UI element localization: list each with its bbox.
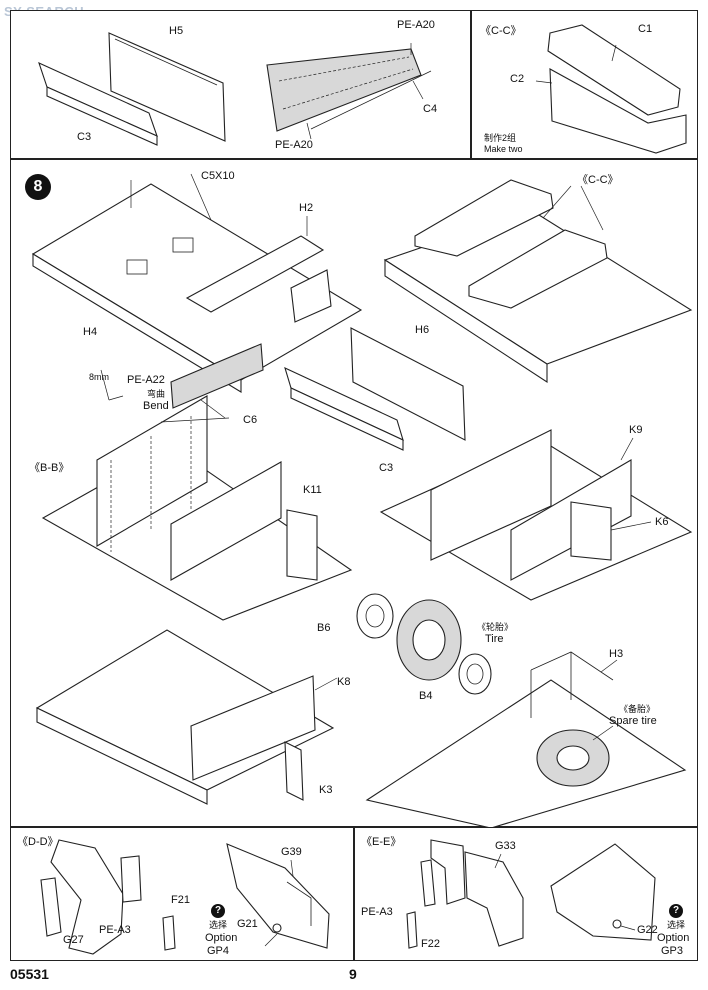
label-g27: G27 (63, 934, 84, 946)
main-drawing (31, 173, 693, 828)
section-bb: 《B-B》 (29, 462, 70, 474)
label-spare-tire-en: Spare tire (609, 715, 657, 727)
label-h4: H4 (83, 326, 98, 338)
section-cc-top: 《C-C》 (480, 25, 522, 37)
option-question-icon-right: ? (669, 904, 683, 918)
label-c5x10: C5X10 (201, 170, 235, 182)
bottom-left-drawing (40, 839, 330, 955)
label-option-en-left: Option (205, 932, 238, 944)
section-dd: 《D-D》 (17, 836, 59, 848)
footer-page-number: 9 (349, 966, 357, 982)
part-h5 (108, 32, 226, 142)
label-pe-a20-bottom: PE-A20 (275, 139, 313, 151)
label-8mm: 8mm (89, 372, 109, 382)
top-right-drawing (535, 24, 687, 154)
part-k6 (570, 501, 612, 561)
part-g33-frame (430, 839, 466, 905)
label-option-cn-right: 选择 (667, 920, 686, 930)
part-k11-board (170, 461, 282, 581)
bottom-left-panel: 《D-D》 G27 F21 PE-A3 G39 ? 选择 Option GP4 … (10, 827, 354, 961)
label-f22: F22 (421, 938, 440, 950)
label-h2: H2 (299, 202, 314, 214)
section-ee: 《E-E》 (361, 836, 402, 848)
label-spare-tire-cn: 《备胎》 (619, 704, 656, 714)
footer-product-code: 05531 (10, 966, 49, 982)
part-pe-a20 (266, 48, 422, 132)
label-k6: K6 (655, 516, 669, 528)
label-c4: C4 (423, 103, 438, 115)
label-option-cn-left: 选择 (209, 920, 228, 930)
label-gp3: GP3 (661, 945, 684, 957)
label-k9: K9 (629, 424, 643, 436)
label-pe-a22: PE-A22 (127, 374, 165, 386)
part-f21 (162, 915, 176, 951)
label-c6: C6 (243, 414, 258, 426)
part-g27 (50, 839, 124, 955)
label-c3: C3 (77, 131, 92, 143)
assembled-seat-1 (414, 179, 554, 257)
label-f21: F21 (171, 894, 190, 906)
part-h2 (185, 235, 325, 313)
label-h6: H6 (415, 324, 430, 336)
label-k8: K8 (337, 676, 351, 688)
top-left-drawing (38, 32, 432, 146)
bottom-right-drawing (406, 839, 656, 949)
note-make-two-en: Make two (484, 144, 523, 154)
label-option-en-right: Option (657, 932, 690, 944)
label-tire-en: Tire (485, 633, 504, 645)
assembled-body-spare (365, 679, 687, 828)
part-h6 (350, 327, 466, 441)
step-number-badge: 8 (25, 174, 51, 200)
label-h3: H3 (609, 648, 624, 660)
part-b4-hub (458, 653, 492, 695)
label-bend-cn: 弯曲 (147, 389, 166, 399)
label-k3: K3 (319, 784, 333, 796)
part-c2 (549, 68, 687, 154)
label-h5: H5 (169, 25, 184, 37)
top-left-panel: H5 C3 PE-A20 C4 PE-A20 (10, 10, 471, 159)
label-pe-a3-right: PE-A3 (361, 906, 393, 918)
label-cc-main: 《C-C》 (577, 174, 619, 186)
label-c2: C2 (510, 73, 525, 85)
main-panel: 8 C5X10 H2 H4 《C-C》 8mm PE-A22 弯曲 Bend H… (10, 159, 698, 828)
part-c6-frame (96, 395, 208, 547)
label-g21: G21 (237, 918, 258, 930)
part-k8 (190, 675, 316, 781)
label-b6: B6 (317, 622, 331, 634)
label-k11: K11 (303, 484, 322, 496)
bottom-right-panel: 《E-E》 G33 PE-A3 F22 G22 ? 选择 Option GP3 (354, 827, 698, 961)
label-gp4: GP4 (207, 945, 230, 957)
label-tire-cn: 《轮胎》 (477, 622, 514, 632)
assembled-seat-2 (468, 229, 608, 309)
label-bend-en: Bend (143, 400, 169, 412)
part-g22-assembly (550, 843, 656, 941)
label-pe-a20-top: PE-A20 (397, 19, 435, 31)
label-g33: G33 (495, 840, 516, 852)
top-right-panel: 《C-C》 C1 C2 制作2组 Make two (471, 10, 698, 159)
label-g39: G39 (281, 846, 302, 858)
part-g39-assembly (226, 843, 330, 949)
part-f22 (406, 911, 418, 949)
option-question-icon: ? (211, 904, 225, 918)
part-g33 (464, 851, 524, 947)
label-c3-main: C3 (379, 462, 394, 474)
label-g22: G22 (637, 924, 658, 936)
label-b4: B4 (419, 690, 433, 702)
part-h3-frame (530, 651, 614, 681)
label-c1: C1 (638, 23, 653, 35)
label-pe-a3-left: PE-A3 (99, 924, 131, 936)
part-b6-wheel (356, 593, 394, 639)
part-k3 (284, 741, 304, 801)
note-make-two-cn: 制作2组 (484, 133, 517, 143)
